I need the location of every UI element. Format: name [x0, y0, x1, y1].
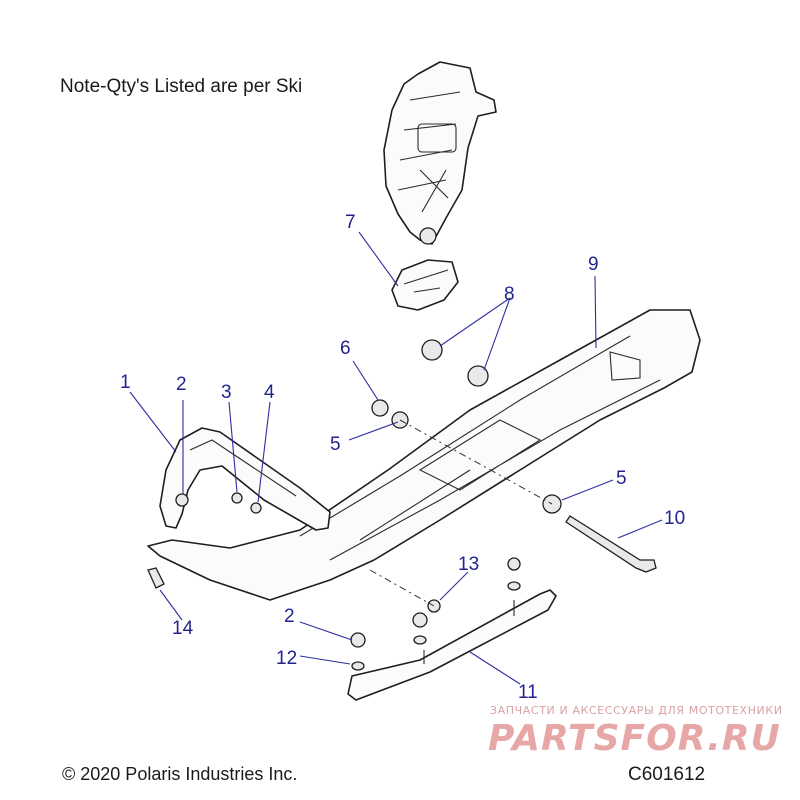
watermark-tagline: ЗАПЧАСТИ И АКСЕССУАРЫ ДЛЯ МОТОТЕХНИКИ: [490, 704, 783, 717]
assembly-axes: [369, 419, 553, 607]
part-12-washer: [351, 661, 365, 671]
callout-9: 9: [588, 254, 599, 275]
callout-14: 14: [172, 618, 194, 639]
copyright-text: © 2020 Polaris Industries Inc.: [62, 764, 298, 784]
leader-lines: [129, 231, 663, 685]
nut-right: [507, 557, 521, 571]
washer-left: [413, 635, 427, 645]
callout-13: 13: [458, 554, 479, 575]
callout-12: 12: [276, 648, 297, 669]
part-9-ski: [147, 309, 701, 601]
callout-2-upper: 2: [176, 374, 187, 395]
diagram-code: C601612: [628, 764, 706, 785]
part-14-bolt: [147, 567, 165, 589]
diagram-note: Note-Qty's Listed are per Ski: [60, 76, 303, 97]
callout-4: 4: [264, 382, 275, 403]
part-8-bushing-b: [467, 365, 489, 387]
part-6-nut: [371, 399, 389, 417]
part-3-washer: [231, 492, 243, 504]
part-2-nut-b: [350, 632, 366, 648]
hardware-parts: [147, 339, 657, 671]
nut-left: [412, 612, 428, 628]
callout-3: 3: [221, 382, 232, 403]
part-8-bushing-a: [421, 339, 443, 361]
part-11-carbide: [347, 589, 557, 701]
spindle-part: [383, 61, 497, 245]
callout-1: 1: [120, 372, 131, 393]
part-10-bolt: [565, 515, 657, 573]
callout-10: 10: [664, 508, 685, 529]
washer-right: [507, 581, 521, 591]
part-4-washer: [250, 502, 262, 514]
watermark-brand: PARTSFOR.RU: [488, 718, 781, 759]
callout-numbers: 1 2 3 4 6 5 5 7 8 9 10 11 12 13 14 2: [120, 212, 685, 703]
part-1-ski-loop: [159, 427, 331, 531]
callout-5-right: 5: [616, 468, 627, 489]
callout-6: 6: [340, 338, 351, 359]
part-7-bumper: [391, 259, 459, 311]
callout-11: 11: [518, 682, 538, 703]
callout-8: 8: [504, 284, 515, 305]
callout-5-left: 5: [330, 434, 341, 455]
callout-7: 7: [345, 212, 356, 233]
callout-2-lower: 2: [284, 606, 295, 627]
part-2-nut-a: [175, 493, 189, 507]
